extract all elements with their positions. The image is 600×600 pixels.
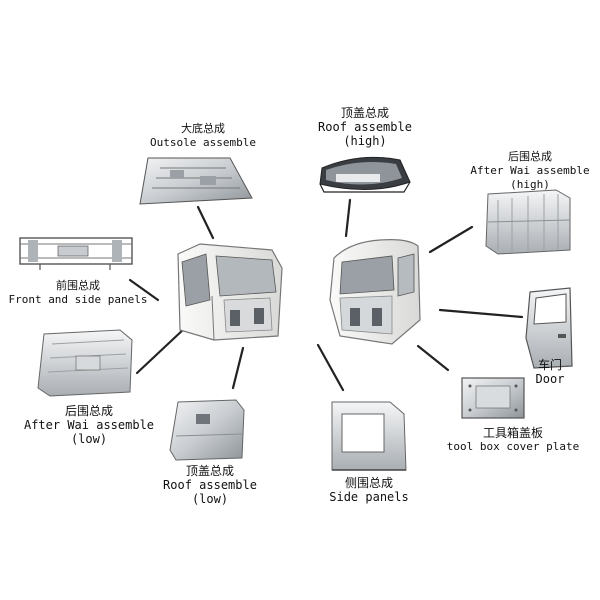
label-outsole-zh: 大底总成	[181, 122, 225, 135]
label-roof-high-zh: 顶盖总成	[340, 106, 389, 120]
line-side-panels	[316, 343, 345, 392]
door-part	[525, 287, 573, 369]
label-after-wai-high-en: After Wai assemble	[470, 164, 590, 177]
after-wai-low-part	[37, 329, 133, 397]
label-after-wai-low-note: (low)	[70, 432, 108, 446]
tool-box-part	[461, 377, 525, 419]
label-after-wai-high-zh: 后围总成	[508, 150, 552, 163]
label-side-panels: 侧围总成 Side panels	[314, 476, 424, 504]
front-side-part	[19, 237, 133, 270]
connector-lines	[128, 198, 524, 392]
label-side-panels-zh: 侧围总成	[344, 476, 393, 490]
line-door	[438, 308, 524, 319]
label-roof-low-en: Roof assemble	[163, 478, 257, 492]
label-door-en: Door	[535, 372, 565, 386]
label-roof-high-note: (high)	[343, 134, 387, 148]
label-front-side-en: Front and side panels	[8, 293, 148, 306]
line-tool-box	[416, 344, 450, 372]
label-after-wai-low: 后围总成 After Wai assemble (low)	[14, 404, 164, 446]
line-after-wai-low	[135, 326, 187, 375]
label-door-zh: 车门	[537, 358, 562, 372]
line-front-side	[128, 278, 160, 302]
label-roof-low: 顶盖总成 Roof assemble (low)	[150, 464, 270, 506]
label-after-wai-low-zh: 后围总成	[64, 404, 113, 418]
label-after-wai-high-note: (high)	[510, 178, 550, 191]
outsole-part	[139, 157, 253, 205]
label-front-side-zh: 前围总成	[56, 279, 100, 292]
label-tool-box: 工具箱盖板 tool box cover plate	[438, 426, 588, 454]
label-tool-box-zh: 工具箱盖板	[482, 426, 543, 440]
label-roof-low-note: (low)	[191, 492, 229, 506]
line-roof-high	[344, 198, 352, 238]
label-roof-high-en: Roof assemble	[318, 120, 412, 134]
label-roof-high: 顶盖总成 Roof assemble (high)	[310, 106, 420, 148]
side-panels-part	[331, 401, 407, 471]
label-outsole: 大底总成 Outsole assemble	[148, 122, 258, 150]
label-outsole-en: Outsole assemble	[150, 136, 256, 149]
cab-low	[177, 243, 283, 341]
cab-high	[329, 239, 421, 345]
label-after-wai-low-en: After Wai assemble	[23, 418, 155, 432]
label-roof-low-zh: 顶盖总成	[185, 464, 234, 478]
line-roof-low	[231, 346, 245, 390]
roof-high-part	[319, 156, 411, 193]
label-side-panels-en: Side panels	[329, 490, 409, 504]
line-outsole	[196, 205, 215, 240]
line-after-wai-high	[428, 225, 474, 254]
label-tool-box-en: tool box cover plate	[446, 440, 580, 453]
after-wai-high-part	[485, 189, 571, 255]
roof-low-part	[169, 399, 245, 461]
label-front-side: 前围总成 Front and side panels	[8, 279, 148, 307]
label-door: 车门 Door	[520, 358, 580, 386]
label-after-wai-high: 后围总成 After Wai assemble (high)	[470, 150, 590, 192]
